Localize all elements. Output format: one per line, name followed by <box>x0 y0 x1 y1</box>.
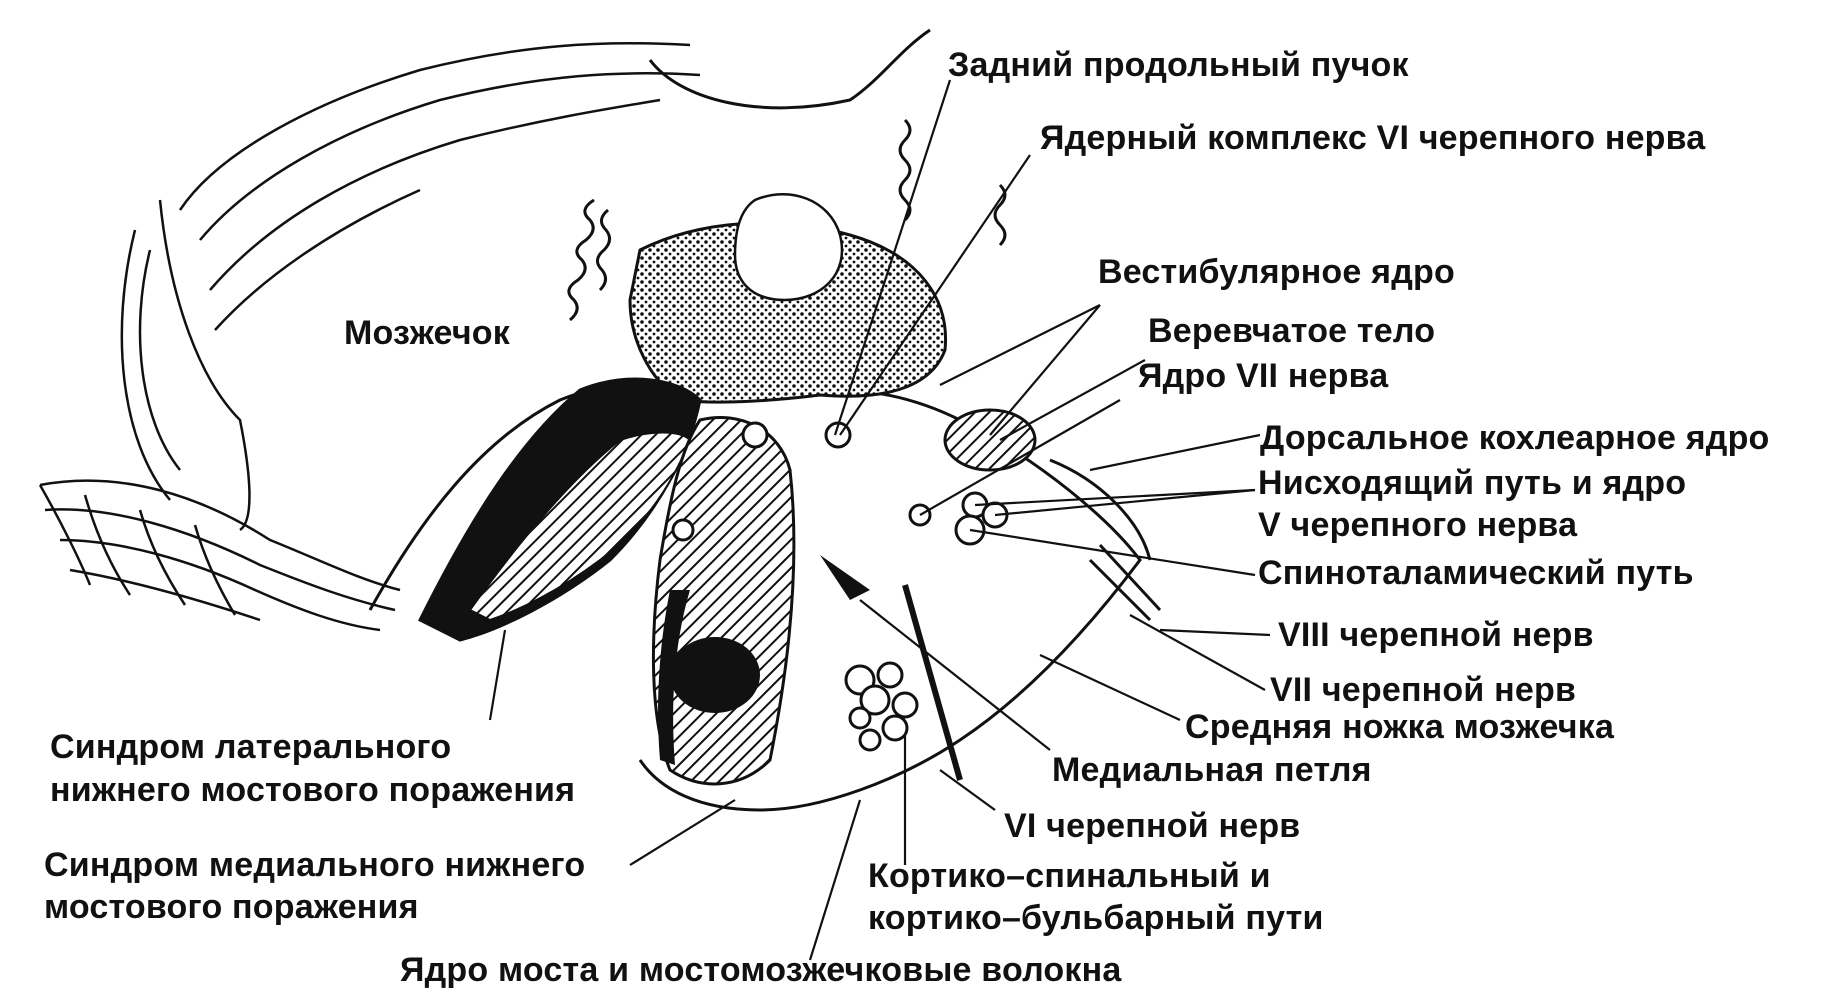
fourth-ventricle-folia <box>567 28 1007 322</box>
label-trigeminal-descending-1: Нисходящий путь и ядро <box>1258 464 1687 502</box>
label-cerebellum: Мозжечок <box>344 314 510 352</box>
label-cn7: VII черепной нерв <box>1270 671 1577 709</box>
label-corticospinal-2: кортико–бульбарный пути <box>868 899 1324 937</box>
label-abducens-nuclear-complex: Ядерный комплекс VI черепного нерва <box>1040 119 1706 157</box>
label-pontine-nuclei: Ядро моста и мостомозжечковые волокна <box>400 951 1122 989</box>
left-nerve-bundle <box>38 479 401 632</box>
label-medial-syndrome-1: Синдром медиального нижнего <box>44 846 586 884</box>
label-spinothalamic-tract: Спиноталамический путь <box>1258 554 1694 592</box>
label-lateral-syndrome-2: нижнего мостового поражения <box>50 771 576 809</box>
cerebellum-folia <box>120 42 701 532</box>
pons-outline <box>368 381 1142 812</box>
corticospinal-tract-circles <box>844 661 919 752</box>
medial-lemniscus-triangle <box>820 555 870 600</box>
label-medial-lemniscus: Медиальная петля <box>1052 751 1372 789</box>
label-medial-syndrome-2: мостового поражения <box>44 888 419 926</box>
label-cn8: VIII черепной нерв <box>1278 616 1594 654</box>
label-vestibular-nucleus: Вестибулярное ядро <box>1098 253 1455 291</box>
label-middle-cerebellar-peduncle: Средняя ножка мозжечка <box>1185 708 1615 746</box>
restiform-body-shape <box>943 408 1037 472</box>
medial-lesion-dark-spot <box>670 637 760 713</box>
cn6-strip <box>902 584 963 781</box>
label-facial-nucleus: Ядро VII нерва <box>1138 357 1389 395</box>
label-dorsal-cochlear-nucleus: Дорсальное кохлеарное ядро <box>1260 419 1770 457</box>
cn8-bundle <box>1088 543 1162 622</box>
label-corticospinal-1: Кортико–спинальный и <box>868 857 1271 895</box>
label-restiform-body: Веревчатое тело <box>1148 312 1436 350</box>
fourth-ventricle <box>733 192 844 302</box>
leader-lines <box>488 79 1271 961</box>
label-posterior-longitudinal-fasciculus: Задний продольный пучок <box>948 46 1409 84</box>
label-cn6: VI черепной нерв <box>1004 807 1301 845</box>
label-lateral-syndrome-1: Синдром латерального <box>50 728 452 766</box>
label-trigeminal-descending-2: V черепного нерва <box>1258 506 1578 544</box>
medial-lesion-black-band <box>658 590 690 765</box>
